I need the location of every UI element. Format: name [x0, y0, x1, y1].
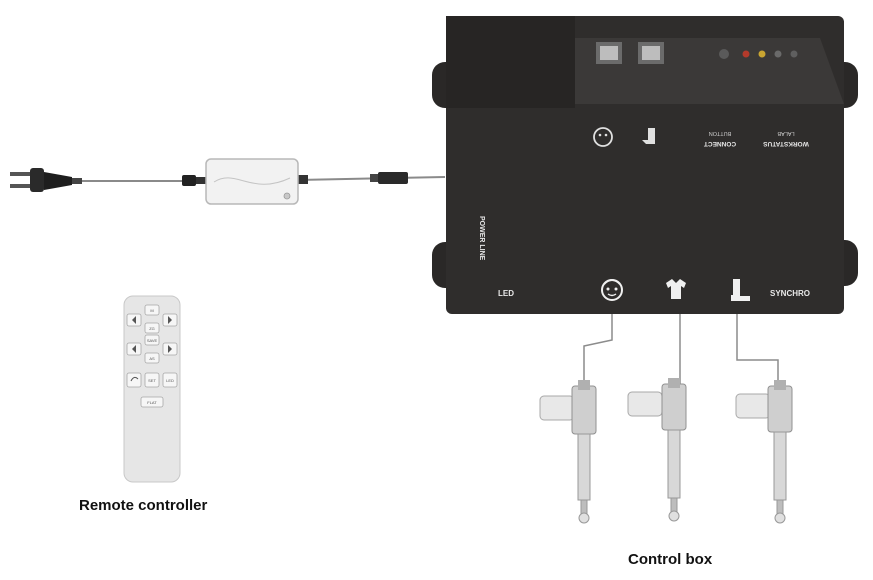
power-line-label: POWER LINE — [478, 216, 485, 261]
head-icon — [601, 279, 623, 301]
actuator-icon — [627, 378, 687, 522]
foot-icon — [731, 279, 750, 301]
remote-button-labels: M ZG SAVE AS SET LED FLAT — [147, 308, 174, 405]
head-icon-small — [593, 127, 613, 147]
plug-icon — [10, 168, 82, 192]
remote-memory-label: M — [150, 308, 153, 313]
control-box-caption: Control box — [628, 551, 713, 568]
adapter-icon — [205, 158, 299, 205]
remote-arrow-icons — [130, 316, 172, 382]
foot-icon-small — [642, 128, 655, 144]
actuator-cables — [583, 314, 779, 388]
connect-sublabel: BUTTON — [709, 130, 732, 136]
control-box — [432, 16, 858, 314]
shirt-icon — [666, 279, 686, 299]
actuator-icon — [539, 380, 597, 524]
remote-controller — [123, 295, 181, 483]
actuator-icon — [735, 380, 793, 524]
led-label: LED — [498, 289, 514, 298]
remote-led-label: LED — [166, 378, 174, 383]
remote-controller-caption: Remote controller — [79, 497, 208, 514]
cable-connector-right — [298, 172, 408, 184]
cable-connector-left — [182, 175, 206, 186]
connect-label: CONNECT — [704, 140, 736, 147]
workstatus-label: WORKSTATUS — [763, 140, 809, 147]
connect-label-group: CONNECT BUTTON — [704, 130, 736, 147]
remote-save-label: SAVE — [147, 338, 158, 343]
remote-flat-label: FLAT — [147, 400, 157, 405]
remote-zero-g-label: ZG — [149, 326, 155, 331]
synchro-label: SYNCHRO — [770, 289, 810, 298]
remote-set-label: SET — [148, 378, 156, 383]
workstatus-label-group: WORKSTATUS LALAB — [763, 130, 809, 147]
remote-anti-snore-label: AS — [149, 356, 155, 361]
workstatus-sublabel: LALAB — [777, 130, 794, 136]
remote-buttons — [126, 304, 178, 408]
